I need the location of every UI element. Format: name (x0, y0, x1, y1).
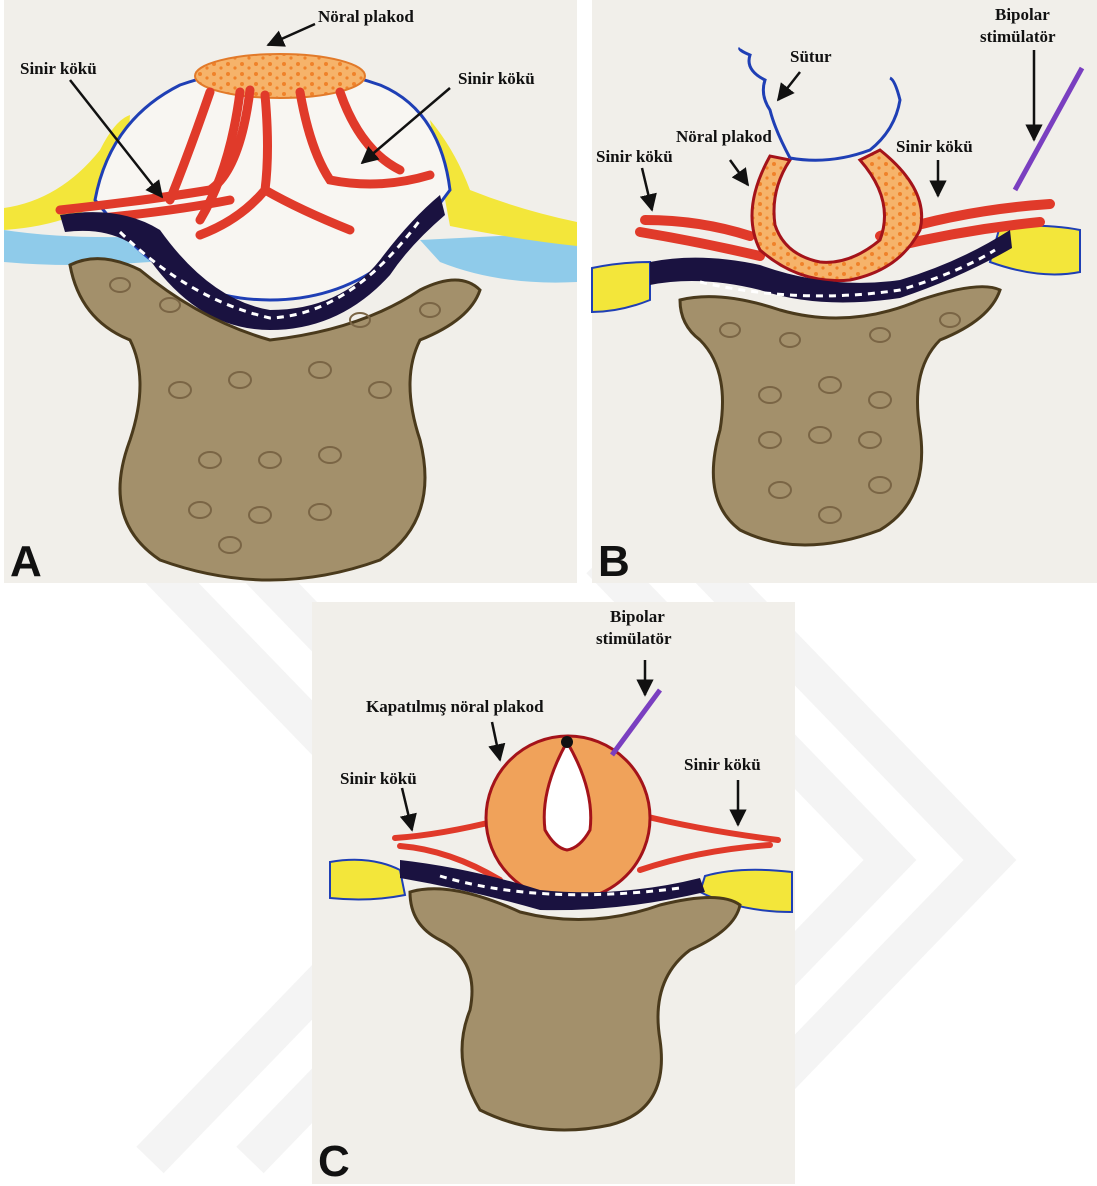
panel-b-label-placode: Nöral plakod (676, 127, 772, 146)
panel-a-label-root-left: Sinir kökü (20, 59, 97, 78)
panel-b-label-root-right: Sinir kökü (896, 137, 973, 156)
panel-b-label-suture: Sütur (790, 47, 832, 66)
panel-c-suture-knot (561, 736, 573, 748)
panel-b-label-root-left: Sinir kökü (596, 147, 673, 166)
panel-b-label-bipolar-1: Bipolar (995, 5, 1050, 24)
panel-a-label-placode: Nöral plakod (318, 7, 414, 26)
panel-b-label-bipolar-2: stimülatör (980, 27, 1056, 46)
panel-a-label-root-right: Sinir kökü (458, 69, 535, 88)
panel-a-letter: A (10, 537, 42, 586)
panel-c-label-bipolar-2: stimülatör (596, 629, 672, 648)
panel-c-letter: C (318, 1137, 350, 1186)
panel-b: Sütur Bipolar stimülatör Nöral plakod Si… (592, 0, 1097, 586)
panel-c: Bipolar stimülatör Kapatılmış nöral plak… (312, 602, 795, 1186)
panel-c-label-closed-placode: Kapatılmış nöral plakod (366, 697, 544, 716)
panel-c-label-bipolar-1: Bipolar (610, 607, 665, 626)
panel-c-label-root-right: Sinir kökü (684, 755, 761, 774)
panel-a: Nöral plakod Sinir kökü Sinir kökü A (4, 0, 577, 586)
panel-b-letter: B (598, 537, 630, 586)
panel-c-label-root-left: Sinir kökü (340, 769, 417, 788)
